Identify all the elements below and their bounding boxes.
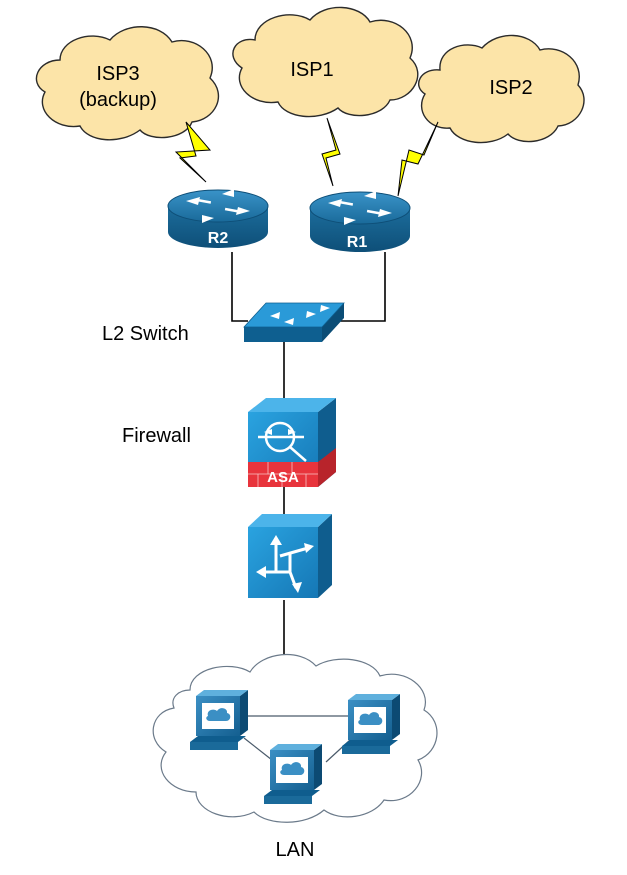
isp3-label: ISP3 xyxy=(96,63,139,85)
router-icon xyxy=(328,191,392,225)
lan-cloud xyxy=(152,653,438,823)
asa-firewall[interactable]: ASA xyxy=(248,398,336,487)
firewall-label: Firewall xyxy=(122,425,191,447)
workstation-icon xyxy=(190,690,248,750)
isp2-cloud: ISP2 xyxy=(418,34,585,144)
connection-lines xyxy=(231,252,386,664)
router-r2-label: R2 xyxy=(208,230,229,247)
isp3-cloud: ISP3 (backup) xyxy=(35,26,220,141)
router-r1-label: R1 xyxy=(347,234,368,251)
firewall-badge: ASA xyxy=(267,469,299,486)
multilayer-switch[interactable] xyxy=(248,514,332,598)
workstation-right[interactable] xyxy=(342,694,400,754)
wan-link-isp1-bolt-icon xyxy=(321,117,341,187)
router-r1[interactable]: R1 xyxy=(309,191,411,252)
link-r2-switch xyxy=(231,252,248,322)
isp3-sublabel: (backup) xyxy=(79,89,157,111)
lan-label: LAN xyxy=(276,839,315,861)
isp2-label: ISP2 xyxy=(489,77,532,99)
wan-link-isp2-bolt-icon xyxy=(397,121,439,197)
workstation-icon xyxy=(264,744,322,804)
workstation-bottom[interactable] xyxy=(264,744,322,804)
multilayer-switch-icon xyxy=(262,540,309,589)
wan-link-isp3-bolt-icon xyxy=(174,121,212,183)
router-icon xyxy=(186,189,250,223)
workstation-icon xyxy=(342,694,400,754)
isp1-cloud: ISP1 xyxy=(232,6,419,118)
workstation-left[interactable] xyxy=(190,690,248,750)
l2-switch[interactable] xyxy=(243,302,345,342)
isp1-label: ISP1 xyxy=(290,59,333,81)
link-r1-switch xyxy=(340,252,386,322)
asa-firewall-icon xyxy=(258,421,307,462)
switch-icon xyxy=(270,305,330,325)
router-r2[interactable]: R2 xyxy=(167,189,269,248)
switch-label: L2 Switch xyxy=(102,323,189,345)
